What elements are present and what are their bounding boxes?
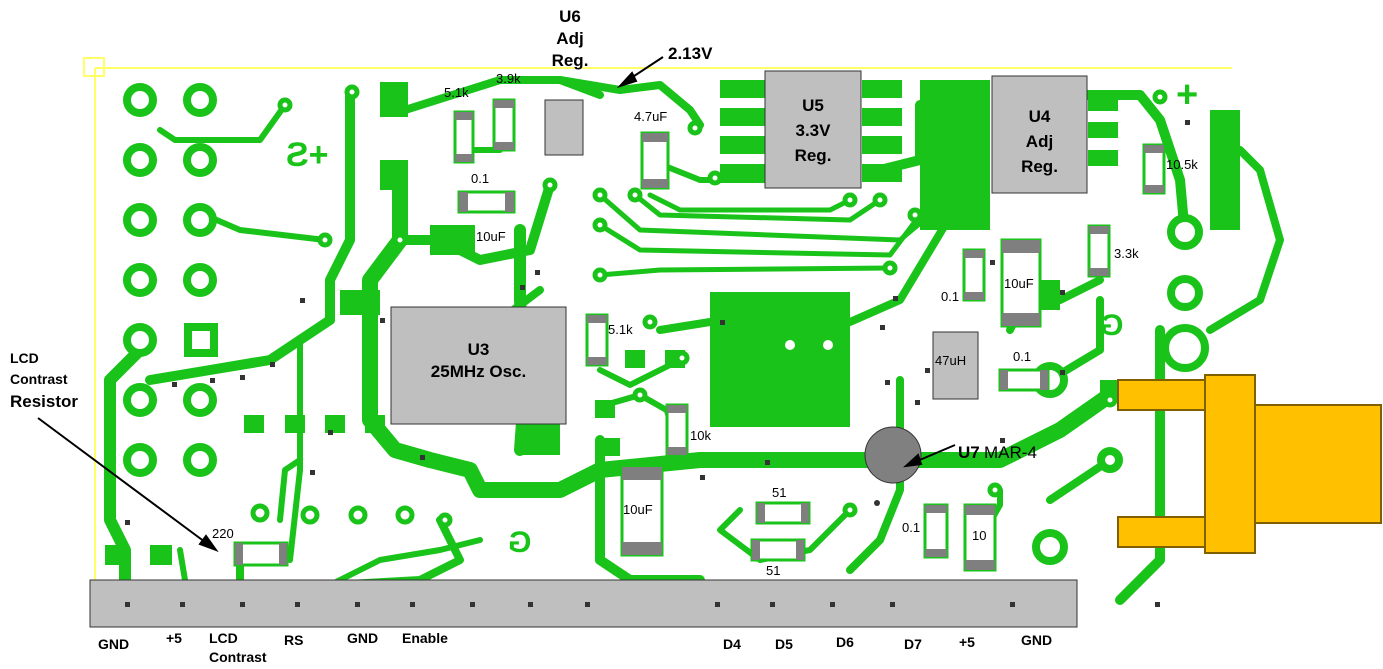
lcd-resistor-label-1: LCD <box>10 350 39 366</box>
u5-line3: Reg. <box>794 146 832 165</box>
annotation-arrows <box>37 56 956 553</box>
l-47u-body <box>932 331 979 400</box>
u4-ref: U4 <box>1028 107 1051 126</box>
r-5k1-top <box>453 110 475 164</box>
u5-body <box>764 70 862 189</box>
label-r-51-top: 51 <box>772 485 787 500</box>
label-c-10u-bottom: 10uF <box>623 502 653 517</box>
square-th-pad <box>184 323 218 357</box>
c-4u7 <box>640 131 670 190</box>
voltage-annotation: 2.13V <box>668 44 713 63</box>
r-10k <box>665 403 689 457</box>
r-51-top <box>755 501 811 525</box>
pin-label-rs: RS <box>284 632 304 648</box>
silk-mark-g-bottom: G <box>508 526 532 559</box>
through-hole-pads <box>123 83 1209 565</box>
lcd-header-strip <box>89 579 1078 628</box>
label-r-5k1-mid: 5.1k <box>608 322 633 337</box>
label-c-10u-right: 10uF <box>1004 276 1034 291</box>
pin-label-plus5-1: +5 <box>166 630 182 646</box>
pin-label-d6: D6 <box>836 634 854 650</box>
u4-body <box>991 75 1088 194</box>
pour-drill-holes <box>785 340 833 350</box>
lcd-resistor-label-2: Contrast <box>10 371 68 387</box>
silk-marks <box>874 500 880 506</box>
pin-label-d4: D4 <box>723 636 741 652</box>
lcd-resistor-label-3: Resistor <box>10 392 79 411</box>
label-c-4u7: 4.7uF <box>634 109 668 124</box>
label-r-5k1-top: 5.1k <box>444 85 469 100</box>
ic-packages <box>390 70 1088 484</box>
pin-label-contrast: Contrast <box>209 649 267 665</box>
r-220 <box>233 541 289 567</box>
r-3k9 <box>492 98 516 152</box>
pin-label-d5: D5 <box>775 636 793 652</box>
silk-mark-plus: + <box>1176 74 1199 116</box>
pin-label-lcd: LCD <box>209 630 238 646</box>
c-0u1-top <box>457 190 516 214</box>
u6-body <box>544 99 584 156</box>
r-3k3 <box>1087 224 1111 278</box>
pin-label-gnd-3: GND <box>1021 632 1053 648</box>
label-c-0u1-mid: 0.1 <box>941 289 960 304</box>
copper-pours <box>105 80 1240 565</box>
pin-label-gnd-2: GND <box>347 630 379 646</box>
c-10u-bottom <box>620 465 664 557</box>
u4-line3: Reg. <box>1021 157 1058 176</box>
u7-desc: MAR-4 <box>984 443 1037 462</box>
label-c-0u1-top: 0.1 <box>471 171 490 186</box>
silk-mark-j2: Ƨ+ <box>286 136 329 174</box>
u3-ref: U3 <box>467 340 490 359</box>
label-r-10: 10 <box>972 528 987 543</box>
sma-connector <box>1117 374 1382 554</box>
u3-body <box>390 306 567 425</box>
r-51-bottom <box>750 538 806 562</box>
silk-mark-g-right: G <box>1100 309 1124 342</box>
label-r-3k9: 3.9k <box>496 71 521 86</box>
label-c-0u1-bottom: 0.1 <box>902 520 921 535</box>
vias <box>250 84 1168 528</box>
label-c-0u1-right: 0.1 <box>1013 349 1032 364</box>
pin-label-gnd-1: GND <box>98 636 130 652</box>
label-r-3k3: 3.3k <box>1114 246 1139 261</box>
r-10 <box>963 503 997 572</box>
label-r-10k5: 10.5k <box>1166 157 1198 172</box>
c-0u1-right <box>998 368 1050 392</box>
u4-line2: Adj <box>1025 132 1054 151</box>
smd-passives <box>233 98 1166 572</box>
c-0u1-bottom <box>923 503 949 559</box>
u5-ref: U5 <box>802 96 824 115</box>
u6-ref: U6 <box>559 7 581 26</box>
label-l-47u: 47uH <box>935 353 967 368</box>
u5-line2: 3.3V <box>795 121 831 140</box>
label-c-10u-top: 10uF <box>476 229 506 244</box>
label-r-51-bottom: 51 <box>766 563 781 578</box>
label-r-220: 220 <box>212 526 234 541</box>
u3-desc: 25MHz Osc. <box>430 362 527 381</box>
pin-label-enable: Enable <box>402 630 448 646</box>
c-0u1-mid <box>962 248 986 302</box>
pin-label-d7: D7 <box>904 636 922 652</box>
r-5k1-mid <box>585 313 609 367</box>
board-outline <box>83 57 1232 600</box>
u7-ref: U7 <box>958 443 980 462</box>
u7-body <box>864 426 922 484</box>
r-10k5 <box>1142 143 1166 195</box>
pin-label-plus5-2: +5 <box>959 634 975 650</box>
u6-line3: Reg. <box>551 51 589 70</box>
label-r-10k: 10k <box>690 428 711 443</box>
u6-line2: Adj <box>556 29 584 48</box>
c-10u-right <box>1000 238 1042 328</box>
